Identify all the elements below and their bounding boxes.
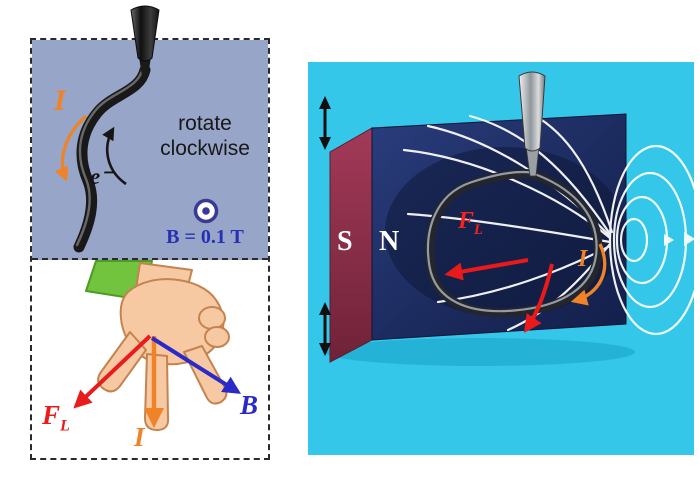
right-panel: [308, 62, 694, 455]
experiment-subpanel: [32, 40, 268, 260]
left-panel: [30, 38, 270, 460]
